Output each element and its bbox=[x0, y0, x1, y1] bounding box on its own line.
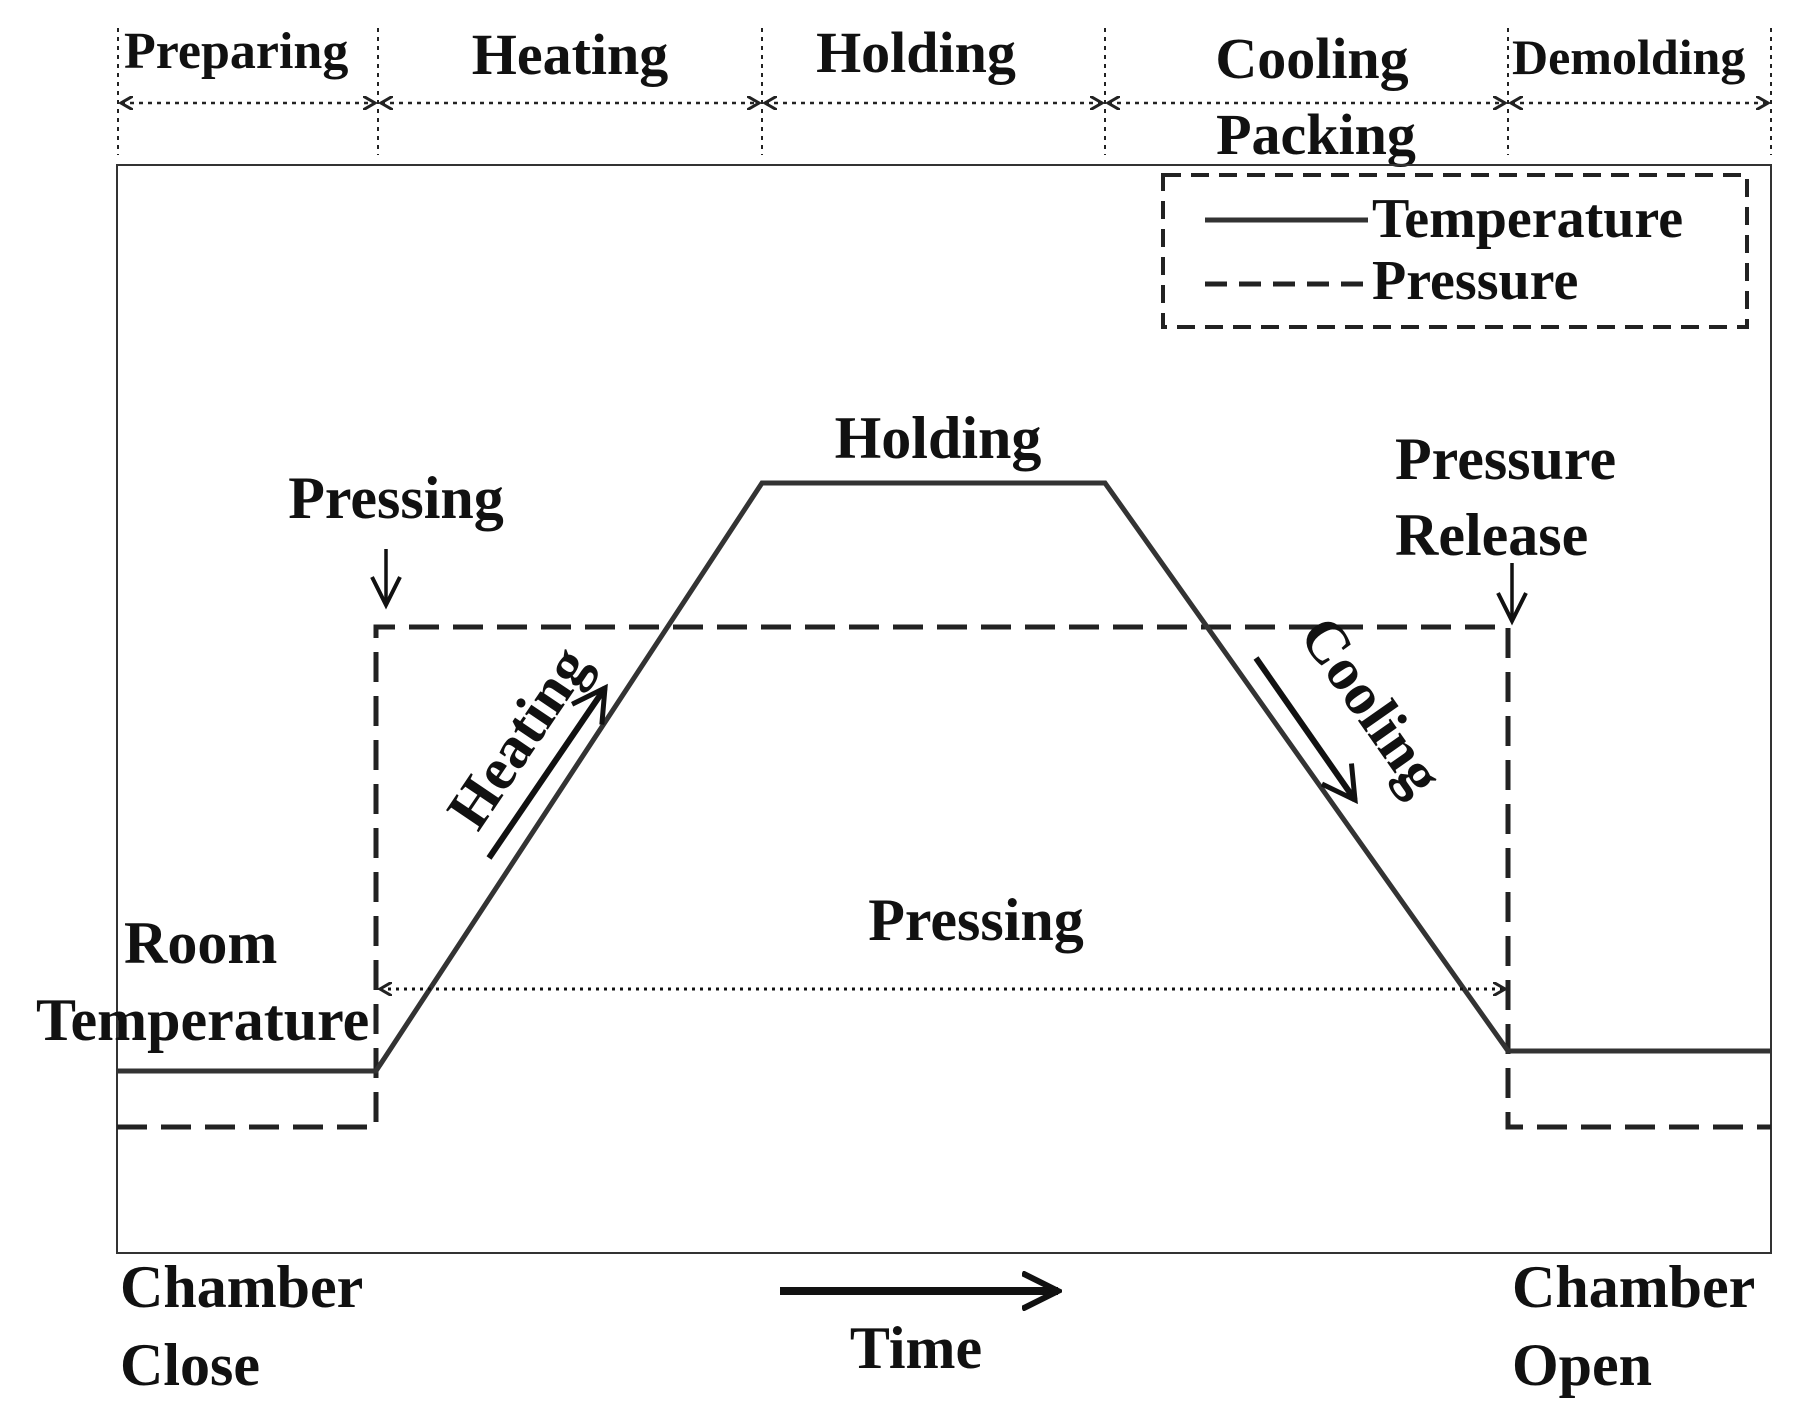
phase-label-cooling: Cooling bbox=[1215, 26, 1408, 91]
annotation-pressing-mid: Pressing bbox=[868, 887, 1084, 953]
annotation-pressing-top: Pressing bbox=[288, 465, 504, 531]
annotation-pressure-release-line1: Pressure bbox=[1395, 426, 1616, 492]
chamber-close-line2: Close bbox=[120, 1332, 260, 1398]
annotation-holding: Holding bbox=[835, 405, 1042, 471]
chamber-close-line1: Chamber bbox=[120, 1254, 363, 1320]
phase-label-demolding: Demolding bbox=[1512, 29, 1745, 85]
phase-label-preparing: Preparing bbox=[124, 23, 348, 80]
phase-label-heating: Heating bbox=[472, 22, 669, 87]
chamber-open-line2: Open bbox=[1512, 1332, 1652, 1398]
footer: Chamber Close Time Chamber Open bbox=[120, 1254, 1755, 1398]
phase-header: Preparing Heating Holding Cooling Packin… bbox=[117, 20, 1772, 167]
annotation-heating: Heating bbox=[434, 635, 602, 840]
phase-label-holding: Holding bbox=[816, 20, 1016, 85]
pressure-curve bbox=[117, 624, 1771, 1130]
legend-box bbox=[1161, 173, 1749, 329]
annotation-pressure-release-line2: Release bbox=[1395, 502, 1588, 568]
legend-label-temperature: Temperature bbox=[1372, 188, 1683, 250]
heating-arrow bbox=[486, 688, 605, 860]
legend-label-pressure: Pressure bbox=[1372, 250, 1578, 312]
annotation-room-line1: Room bbox=[124, 910, 277, 976]
phase-label-packing: Packing bbox=[1216, 102, 1416, 167]
time-label: Time bbox=[850, 1315, 982, 1381]
cooling-arrow bbox=[1253, 656, 1355, 800]
plot-frame bbox=[116, 164, 1772, 1254]
chamber-open-line1: Chamber bbox=[1512, 1254, 1755, 1320]
temperature-curve bbox=[117, 480, 1771, 1074]
annotation-room-line2: Temperature bbox=[36, 987, 369, 1053]
legend: Temperature Pressure bbox=[1161, 173, 1749, 329]
